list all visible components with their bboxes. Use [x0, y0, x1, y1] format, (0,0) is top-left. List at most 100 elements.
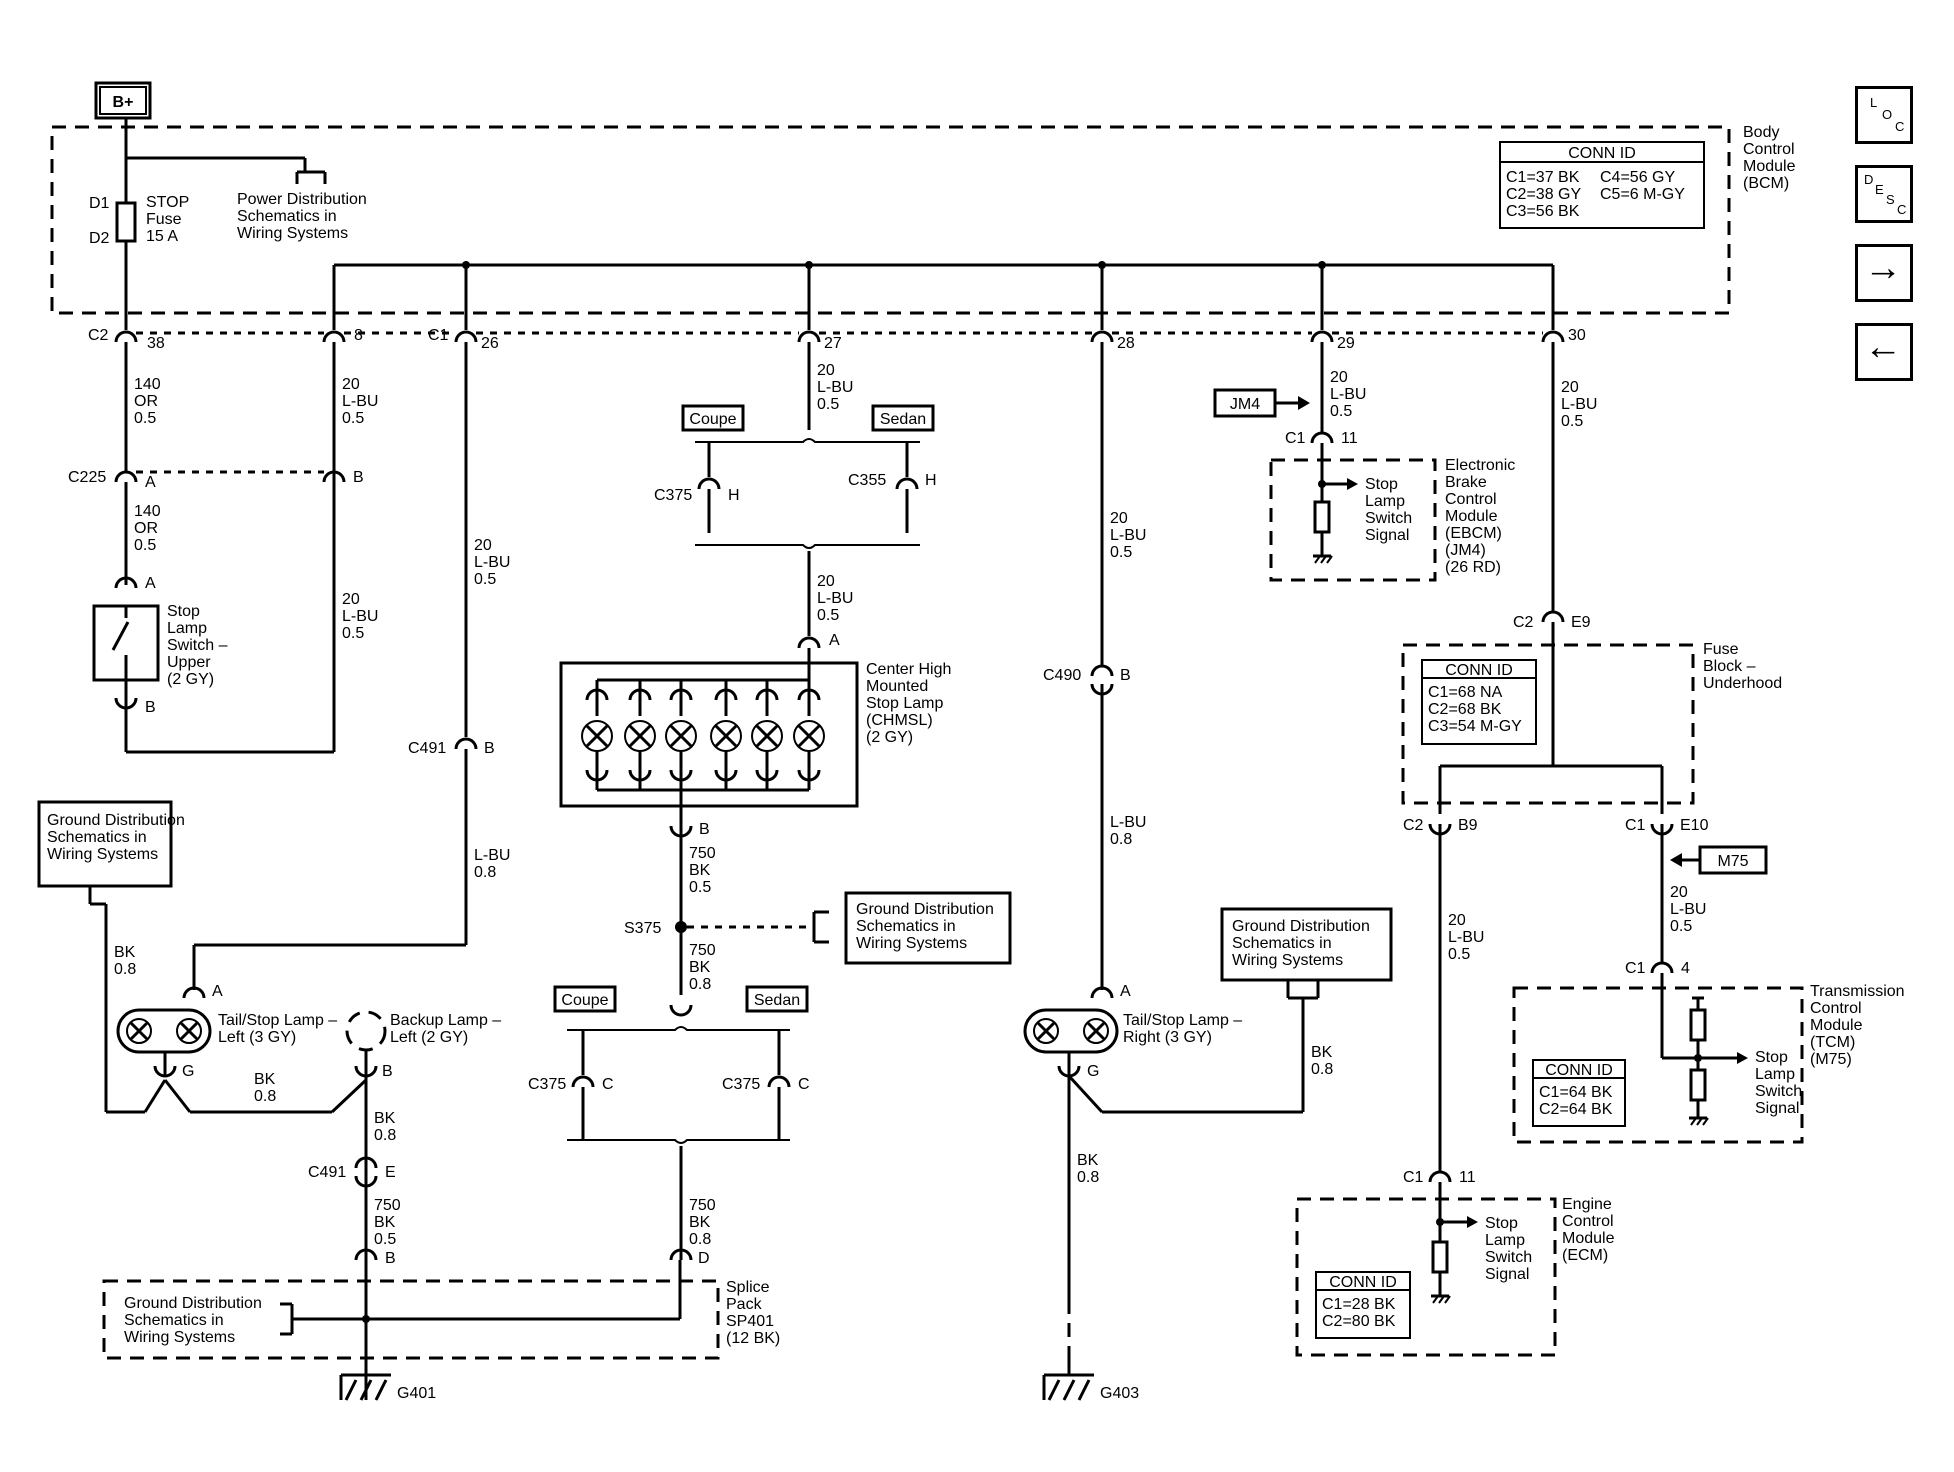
stop-fuse: D1 D2 STOP Fuse 15 A Power Distribution …	[89, 118, 367, 330]
bcm-module: Body Control Module (BCM) CONN ID C1=37 …	[50, 124, 1796, 315]
switch-upper-label-3: Switch –	[167, 637, 228, 654]
coupe-label-bottom: Coupe	[561, 992, 608, 1009]
wire-8-3: 0.5	[342, 410, 364, 427]
gd-chmsl-2: Schematics in	[856, 918, 956, 935]
tcm-conn-c2: C2=64 BK	[1539, 1101, 1613, 1118]
pin-8: 8	[354, 327, 363, 344]
desc-d: D	[1864, 172, 1874, 187]
switch-upper-label-1: Stop	[167, 603, 200, 620]
tcm-signal-3: Switch	[1755, 1083, 1802, 1100]
wire-b9-2: L-BU	[1448, 929, 1484, 946]
tail-right-a: A	[1120, 983, 1131, 1000]
ecm-title-1: Engine	[1562, 1196, 1612, 1213]
ebcm-title-4: Module	[1445, 508, 1498, 525]
chmsl-b: B	[699, 821, 710, 838]
c490-label: C490	[1043, 667, 1081, 684]
wire-30-1: 20	[1561, 379, 1579, 396]
c490-b: B	[1120, 667, 1131, 684]
wire-26b-1: L-BU	[474, 847, 510, 864]
splice-label-2: Pack	[726, 1296, 763, 1313]
fuse-block-conn-c1: C1=68 NA	[1428, 684, 1503, 701]
g403-label: G403	[1100, 1385, 1139, 1402]
description-button[interactable]: D E S C	[1855, 165, 1913, 223]
tail-stop-lamp-left: A G Tail/Stop Lamp – Left (3 GY)	[116, 983, 337, 1080]
c375-left-c: C	[602, 1076, 614, 1093]
tail-left-a: A	[212, 983, 223, 1000]
circuit-28: 20 L-BU 0.5 C490 B L-BU 0.8 A	[1043, 342, 1146, 1000]
wire-29-3: 0.5	[1330, 403, 1352, 420]
gd-splice-1: Ground Distribution	[124, 1295, 262, 1312]
splice-d: D	[698, 1250, 710, 1267]
wire-750a-2: BK	[374, 1214, 396, 1231]
previous-arrow-button[interactable]: ←	[1855, 323, 1913, 381]
ecm-conn-c1: C1=28 BK	[1322, 1296, 1396, 1313]
wire-750c-2: BK	[689, 959, 711, 976]
fuse-block-title-1: Fuse	[1703, 641, 1739, 658]
ecm-module: 20 L-BU 0.5 C1 11 Stop Lamp Switch Signa…	[1295, 824, 1615, 1357]
ecm-signal-2: Lamp	[1485, 1232, 1525, 1249]
tail-left-label-2: Left (3 GY)	[218, 1029, 296, 1046]
wire-140-b-2: OR	[134, 520, 158, 537]
conn-c1-label: C1	[428, 327, 449, 344]
ebcm-signal-1: Stop	[1365, 476, 1398, 493]
chmsl-label-3: Stop Lamp	[866, 695, 943, 712]
gd-chmsl-3: Wiring Systems	[856, 935, 967, 952]
bcm-title-3: Module	[1743, 158, 1796, 175]
ebcm-title-7: (26 RD)	[1445, 559, 1501, 576]
splice-pack-sp401: Ground Distribution Schematics in Wiring…	[102, 1260, 780, 1360]
c375-label-left: C375	[528, 1076, 566, 1093]
conn-c2-label: C2	[88, 327, 109, 344]
c225-label: C225	[68, 469, 106, 486]
ecm-pin-11: 11	[1459, 1169, 1476, 1186]
wire-29-1: 20	[1330, 369, 1348, 386]
wire-b9-3: 0.5	[1448, 946, 1470, 963]
bcm-conn-c5: C5=6 M-GY	[1600, 186, 1685, 203]
tcm-title-2: Control	[1810, 1000, 1862, 1017]
wire-750d-3: 0.8	[689, 1231, 711, 1248]
circuit-29-ebcm: 20 L-BU 0.5 JM4 C1 11 Stop Lamp Switch S…	[1213, 342, 1515, 582]
wire-750b-2: BK	[689, 862, 711, 879]
ecm-c1: C1	[1403, 1169, 1424, 1186]
sedan-label-top: Sedan	[880, 411, 926, 428]
loc-o: O	[1882, 107, 1893, 122]
ecm-conn-title: CONN ID	[1329, 1274, 1397, 1291]
left-arrow-icon: ←	[1864, 326, 1902, 368]
bcm-conn-c3: C3=56 BK	[1506, 203, 1580, 220]
gd-left-2: Schematics in	[47, 829, 147, 846]
bcm-connector-row: C2 38 8 C1 26 27 28 29 30	[88, 327, 1586, 352]
c375-h: H	[728, 487, 740, 504]
g401-label: G401	[397, 1385, 436, 1402]
tcm-c1: C1	[1625, 960, 1646, 977]
backup-lamp-left: B Backup Lamp – Left (2 GY)	[345, 1010, 501, 1080]
pin-28: 28	[1117, 335, 1135, 352]
location-button[interactable]: L O C	[1855, 86, 1913, 144]
next-arrow-button[interactable]: →	[1855, 244, 1913, 302]
wire-30-2: L-BU	[1561, 396, 1597, 413]
tcm-signal-4: Signal	[1755, 1100, 1799, 1117]
gd-splice-2: Schematics in	[124, 1312, 224, 1329]
wire-e10-1: 20	[1670, 884, 1688, 901]
chmsl-a: A	[829, 632, 840, 649]
c491-e: E	[385, 1164, 396, 1181]
coupe-label-top: Coupe	[689, 411, 736, 428]
ebcm-title-5: (EBCM)	[1445, 525, 1502, 542]
ecm-signal-1: Stop	[1485, 1215, 1518, 1232]
wire-26-2: L-BU	[474, 554, 510, 571]
bcm-conn-c1: C1=37 BK	[1506, 169, 1580, 186]
circuit-g401: BK 0.8 C491 E 750 BK 0.5 B G401	[308, 1076, 436, 1402]
fuse-block-conn-title: CONN ID	[1445, 662, 1513, 679]
wire-g401-1: BK	[374, 1110, 396, 1127]
fuse-block-c1: C1	[1625, 817, 1646, 834]
gd-right-wire-1: BK	[1311, 1044, 1333, 1061]
ecm-conn-c2: C2=80 BK	[1322, 1313, 1396, 1330]
ebcm-signal-2: Lamp	[1365, 493, 1405, 510]
jm4-label: JM4	[1230, 396, 1260, 413]
wire-27-3: 0.5	[817, 396, 839, 413]
gd-left-wire-2: 0.8	[114, 961, 136, 978]
ecm-signal-4: Signal	[1485, 1266, 1529, 1283]
tcm-pin-4: 4	[1681, 960, 1690, 977]
wire-28-3: 0.5	[1110, 544, 1132, 561]
sedan-label-bottom: Sedan	[754, 992, 800, 1009]
c491-b: B	[484, 740, 495, 757]
